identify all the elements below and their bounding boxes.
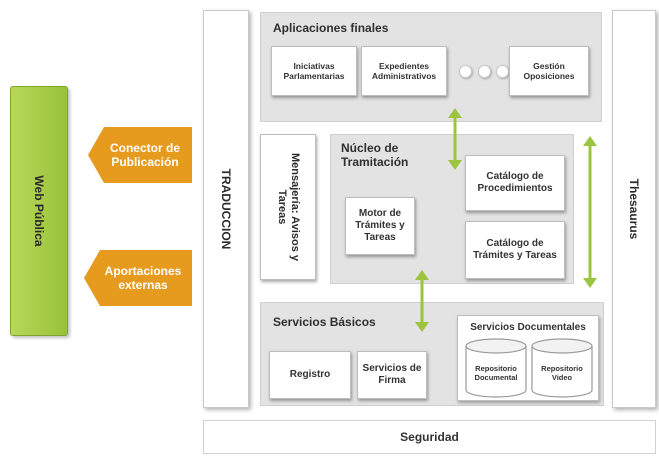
- seguridad-label: Seguridad: [400, 430, 459, 444]
- thesaurus-label: Thesaurus: [627, 178, 641, 240]
- nucleo-tramitacion-title: Núcleo de Tramitación: [341, 141, 409, 169]
- double-arrow-nucleo-servicios-right: [583, 136, 597, 288]
- double-arrow-apps-nucleo: [448, 108, 462, 170]
- catalogo-tramites-box: Catálogo de Trámites y Tareas: [465, 221, 565, 279]
- mensajeria-box: Mensajería: Avisos y Tareas: [260, 134, 316, 280]
- aportaciones-externas-label: Aportaciones externas: [104, 264, 182, 292]
- aplicaciones-finales-title: Aplicaciones finales: [273, 21, 389, 35]
- iniciativas-parlamentarias-label: Iniciativas Parlamentarias: [283, 61, 345, 81]
- catalogo-procedimientos-box: Catálogo de Procedimientos: [465, 155, 565, 211]
- web-publica-label: Web Pública: [32, 175, 46, 247]
- catalogo-procedimientos-label: Catálogo de Procedimientos: [477, 171, 553, 194]
- servicios-firma-box: Servicios de Firma: [357, 351, 427, 399]
- servicios-firma-label: Servicios de Firma: [362, 363, 422, 386]
- expedientes-administrativos-box: Expedientes Administrativos: [361, 46, 447, 96]
- registro-label: Registro: [289, 369, 331, 380]
- expedientes-administrativos-label: Expedientes Administrativos: [371, 61, 437, 81]
- repositorio-video-line2: Video: [552, 373, 573, 382]
- servicios-basicos-panel: Servicios Básicos Registro Servicios de …: [260, 302, 604, 406]
- aplicaciones-finales-panel: Aplicaciones finales Iniciativas Parlame…: [260, 12, 602, 122]
- traduccion-panel: TRADUCCION: [203, 10, 249, 408]
- ellipsis-dot: [459, 65, 472, 78]
- traduccion-label: TRADUCCION: [219, 168, 233, 250]
- ellipsis-dot: [477, 65, 491, 78]
- gestion-oposiciones-box: Gestión Oposiciones: [509, 46, 589, 96]
- servicios-documentales-title: Servicios Documentales: [470, 322, 586, 333]
- conector-publicacion-label: Conector de Publicación: [109, 141, 180, 169]
- registro-box: Registro: [269, 351, 351, 399]
- mensajeria-label: Mensajería: Avisos y Tareas: [276, 152, 301, 261]
- repositorio-documental-cylinder: Repositorio Documental: [465, 338, 527, 398]
- repositorio-documental-line2: Documental: [475, 373, 518, 382]
- motor-tramites-box: Motor de Trámites y Tareas: [345, 197, 415, 255]
- repositories-drawing: Repositorio Documental Repositorio Video: [465, 338, 593, 398]
- repositorio-video-cylinder: Repositorio Video: [531, 338, 593, 398]
- gestion-oposiciones-label: Gestión Oposiciones: [523, 61, 575, 81]
- iniciativas-parlamentarias-box: Iniciativas Parlamentarias: [271, 46, 357, 96]
- conector-publicacion-tag: Conector de Publicación: [88, 127, 192, 183]
- repositorio-video-line1: Repositorio: [541, 364, 583, 373]
- repositorio-documental-line1: Repositorio: [475, 364, 517, 373]
- servicios-documentales-box: Servicios Documentales Repositorio Docum…: [457, 315, 599, 401]
- motor-tramites-label: Motor de Trámites y Tareas: [355, 208, 405, 243]
- seguridad-bar: Seguridad: [203, 420, 656, 454]
- ellipsis-dot: [496, 65, 509, 78]
- web-publica-column: Web Pública: [10, 86, 68, 336]
- nucleo-tramitacion-panel: Núcleo de Tramitación Motor de Trámites …: [330, 134, 574, 284]
- more-apps-ellipsis: [459, 65, 509, 78]
- catalogo-tramites-label: Catálogo de Trámites y Tareas: [473, 238, 557, 261]
- thesaurus-panel: Thesaurus: [612, 10, 656, 408]
- servicios-basicos-title: Servicios Básicos: [273, 315, 376, 329]
- aportaciones-externas-tag: Aportaciones externas: [84, 250, 192, 306]
- double-arrow-motor-servicios: [415, 270, 429, 332]
